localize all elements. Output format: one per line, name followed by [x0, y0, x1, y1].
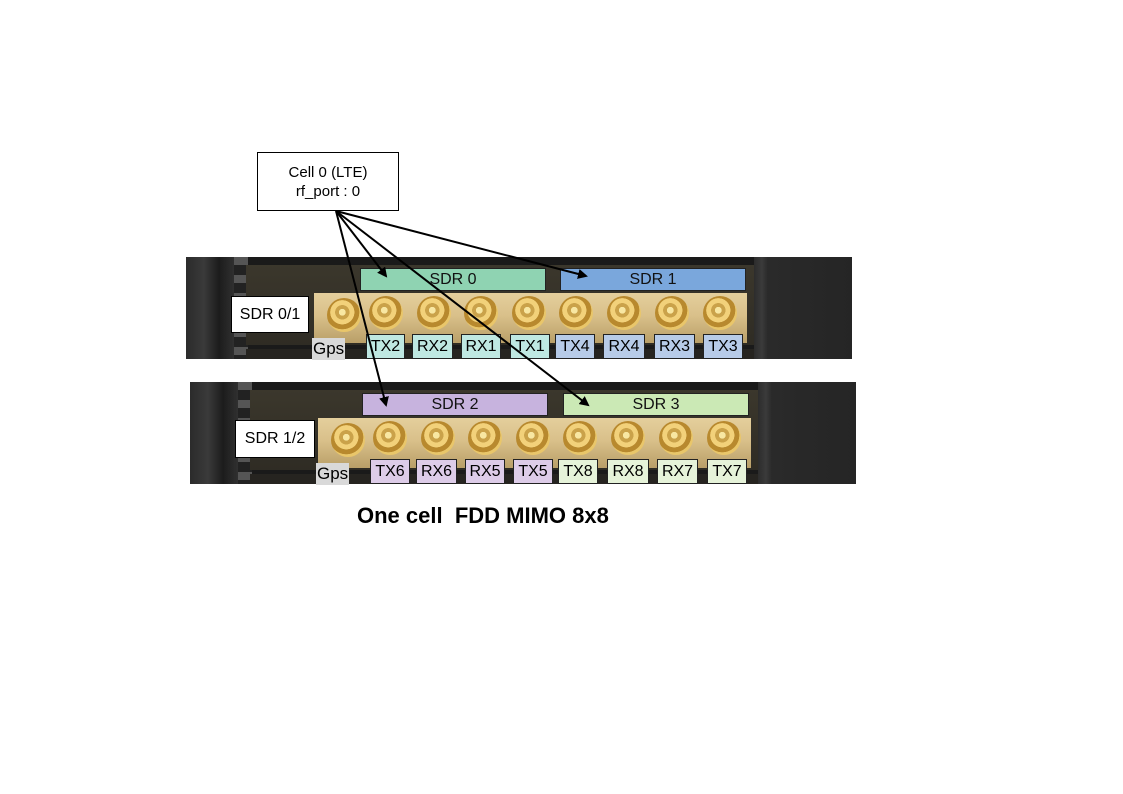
arrow-to-sdr-1 — [336, 211, 586, 276]
arrow-to-sdr-2 — [336, 211, 386, 405]
diagram-caption: One cell FDD MIMO 8x8 — [357, 503, 609, 529]
arrow-to-sdr-3 — [336, 211, 588, 405]
